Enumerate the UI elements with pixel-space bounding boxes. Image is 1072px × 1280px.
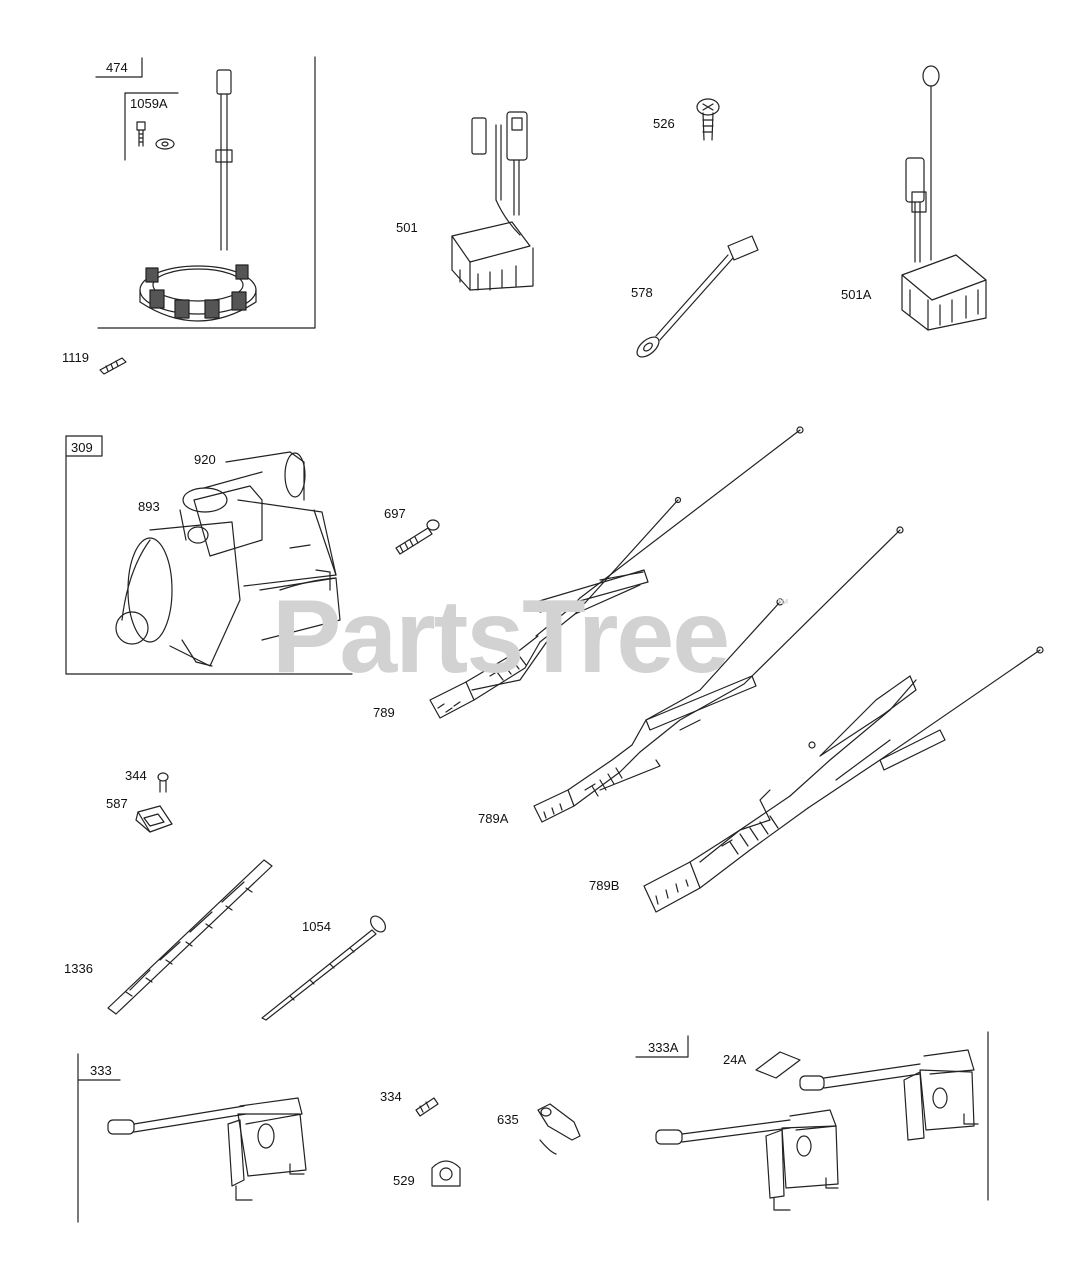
wire-harness-part-789 (429, 426, 804, 719)
clip-part-587 (135, 805, 173, 833)
stator-part-474 (139, 69, 257, 322)
wire-harness-part-789A (533, 526, 904, 823)
screw-part-344 (157, 772, 169, 793)
part-label-1054: 1054 (302, 919, 331, 934)
part-label-587: 587 (106, 796, 128, 811)
part-label-893: 893 (138, 499, 160, 514)
regulator-part-501A (901, 65, 987, 331)
group-333A-frame (635, 1031, 989, 1201)
watermark-text: PartsTree (272, 579, 730, 695)
part-label-1119: 1119 (62, 350, 89, 365)
part-label-920: 920 (194, 452, 216, 467)
nut-part-529 (431, 1160, 461, 1187)
part-label-344: 344 (125, 768, 147, 783)
bolt-part-697 (395, 519, 440, 555)
part-label-635: 635 (497, 1112, 519, 1127)
screw-part-334 (415, 1097, 439, 1117)
part-label-334: 334 (380, 1089, 402, 1104)
starter-motor-part-309 (115, 451, 341, 667)
group-label-309: 309 (71, 440, 93, 455)
part-label-789B: 789B (589, 878, 620, 893)
group-309-frame (65, 435, 353, 675)
part-label-789: 789 (373, 705, 395, 720)
boot-part-635 (537, 1103, 581, 1155)
part-label-789A: 789A (478, 811, 509, 826)
ignition-coil-part-333 (107, 1097, 307, 1201)
plate-part-24A (755, 1051, 801, 1079)
cable-tie-part-1054 (261, 915, 386, 1021)
group-label-333A: 333A (648, 1040, 679, 1055)
group-333-frame (77, 1053, 121, 1223)
regulator-part-501 (451, 111, 534, 291)
group-label-474: 474 (106, 60, 128, 75)
group-474-frame (95, 56, 316, 329)
watermark-trademark: ™ (776, 596, 789, 611)
part-label-529: 529 (393, 1173, 415, 1188)
lead-part-578 (636, 235, 759, 358)
ignition-coil-part-333A (655, 1049, 979, 1211)
sleeve-part-1336 (107, 859, 273, 1015)
part-label-697: 697 (384, 506, 406, 521)
wire-harness-part-789B (643, 646, 1044, 913)
part-label-501: 501 (396, 220, 418, 235)
part-label-501A: 501A (841, 287, 872, 302)
part-label-24A: 24A (723, 1052, 747, 1067)
bolt-part-1119 (99, 357, 127, 375)
group-label-333: 333 (90, 1063, 112, 1078)
screw-part-1059A (136, 121, 175, 150)
part-label-526: 526 (653, 116, 675, 131)
part-label-578: 578 (631, 285, 653, 300)
part-label-1336: 1336 (64, 961, 93, 976)
group-label-1059A: 1059A (130, 96, 168, 111)
screw-part-526 (696, 98, 720, 141)
